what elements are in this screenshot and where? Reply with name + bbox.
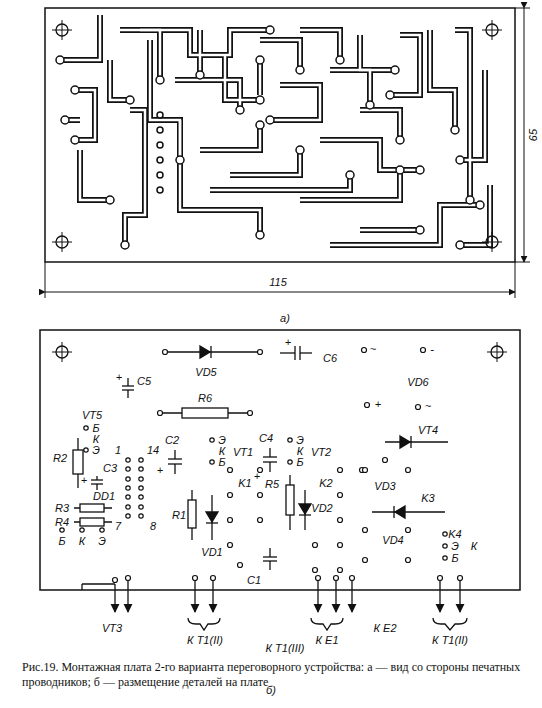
part-label: ~ — [370, 344, 376, 355]
part-label: R3 — [55, 503, 69, 514]
part-label: R5 — [265, 479, 279, 490]
part-label: VT5 — [82, 410, 102, 421]
part-label: C2 — [165, 435, 179, 446]
part-label: R6 — [198, 393, 212, 404]
part-label: К Е2 — [374, 623, 397, 634]
part-label: - — [430, 344, 434, 355]
part-label: а) — [280, 313, 290, 324]
part-label: VD5 — [195, 367, 216, 378]
part-label: C5 — [137, 376, 151, 387]
part-label: Б — [451, 553, 458, 564]
part-label: Э — [451, 541, 459, 552]
part-label: R2 — [53, 453, 67, 464]
part-label: + — [157, 465, 163, 476]
figure-caption: Рис.19. Монтажная плата 2-го варианта пе… — [22, 660, 522, 690]
part-label: К — [219, 446, 225, 457]
part-label: VD2 — [311, 503, 332, 514]
part-label: + — [375, 399, 381, 410]
part-label: VT3 — [102, 623, 122, 634]
part-label: K3 — [421, 493, 434, 504]
part-label: VD4 — [382, 535, 403, 546]
part-label: DD1 — [93, 491, 115, 502]
part-label: VT2 — [311, 447, 331, 458]
part-label: К Т1(III) — [266, 643, 305, 654]
part-label: Б — [58, 536, 65, 547]
part-label: C6 — [323, 353, 337, 364]
part-label: К — [93, 434, 99, 445]
part-label: 115 — [269, 277, 287, 288]
part-label: C4 — [259, 433, 273, 444]
part-label: 8 — [150, 521, 156, 532]
part-label: VD1 — [201, 547, 222, 558]
part-label: + — [116, 372, 122, 383]
part-label: Б — [92, 423, 99, 434]
part-label: C3 — [103, 463, 117, 474]
part-label: 14 — [147, 445, 159, 456]
part-label: Б — [296, 457, 303, 468]
part-label: К Т1(II) — [187, 635, 223, 646]
part-label: K4 — [448, 529, 461, 540]
part-label: R4 — [55, 517, 69, 528]
part-label: 7 — [115, 521, 121, 532]
part-label: Б — [218, 457, 225, 468]
part-label: К Т1(II) — [432, 635, 468, 646]
part-label: VD3 — [374, 481, 395, 492]
part-label: Э — [218, 435, 226, 446]
part-label: + — [81, 475, 87, 486]
part-label: K2 — [319, 478, 332, 489]
part-label: + — [254, 471, 260, 482]
part-label: + — [285, 337, 291, 348]
part-label: 65 — [528, 129, 539, 141]
part-label: K1 — [238, 478, 251, 489]
part-label: Э — [98, 536, 106, 547]
part-label: VT1 — [233, 447, 253, 458]
part-label: VT4 — [418, 425, 438, 436]
part-label: К Е1 — [316, 635, 339, 646]
part-label: C1 — [247, 575, 261, 586]
part-label: ~ — [425, 401, 431, 412]
part-label: R1 — [172, 510, 186, 521]
part-label: К — [79, 536, 85, 547]
part-label: 1 — [115, 445, 121, 456]
part-label: Э — [296, 435, 304, 446]
part-label: VD6 — [407, 377, 428, 388]
part-label: К — [471, 541, 477, 552]
part-label: Э — [92, 445, 100, 456]
part-label: К — [297, 446, 303, 457]
